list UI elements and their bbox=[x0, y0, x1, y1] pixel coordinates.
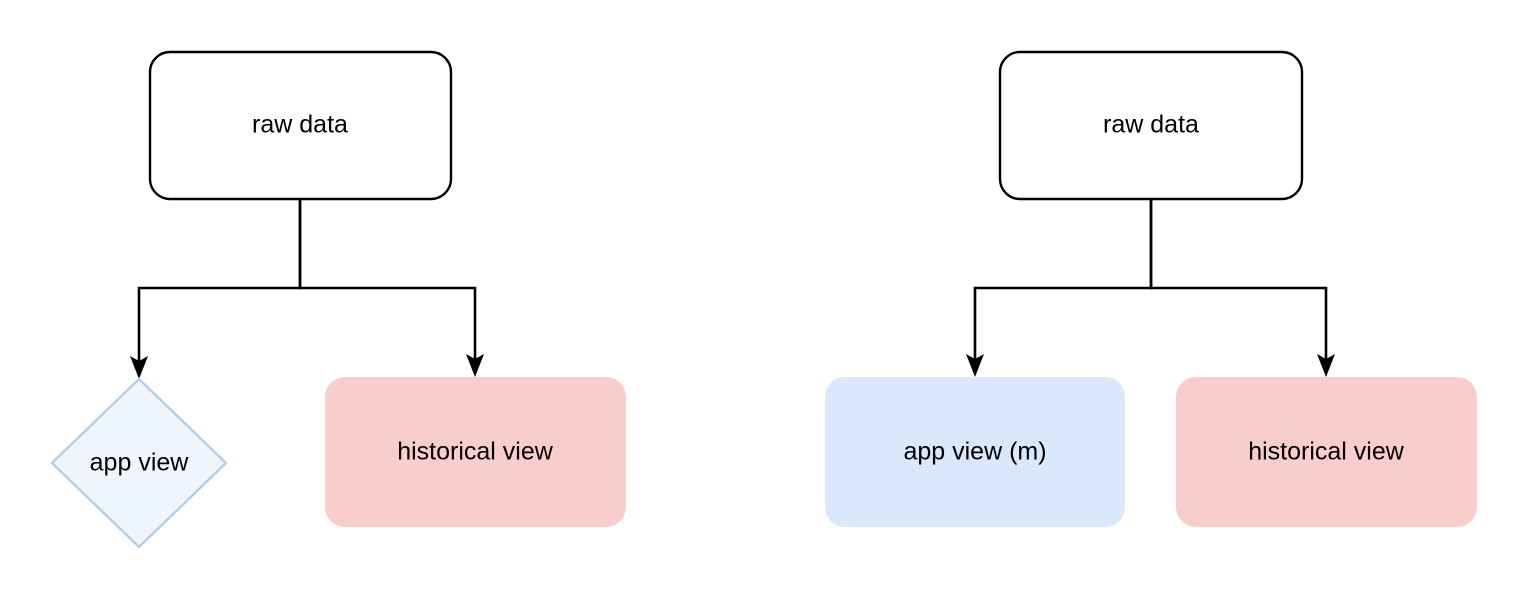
node-left-historical-view[interactable]: historical view bbox=[325, 377, 626, 527]
edge-left-raw-data-to-app-view bbox=[130, 199, 302, 379]
node-right-app-view-m-shape[interactable] bbox=[825, 377, 1125, 527]
edge-right-historical-view-arrowhead bbox=[1317, 354, 1335, 377]
edge-right-app-view-m-path bbox=[973, 199, 1153, 363]
node-right-raw-data[interactable]: raw data bbox=[998, 50, 1304, 201]
edge-left-historical-view-arrowhead bbox=[466, 354, 484, 377]
node-left-raw-data-label: raw data bbox=[252, 111, 348, 139]
edge-left-app-view-path bbox=[137, 199, 302, 365]
diagram-group-right: raw data app view (m) historical view bbox=[825, 50, 1477, 527]
node-right-historical-view[interactable]: historical view bbox=[1176, 377, 1477, 527]
diagram-group-left: raw data app view historical view bbox=[50, 50, 626, 549]
edge-left-app-view-arrowhead bbox=[130, 356, 148, 379]
node-left-raw-data-shape[interactable] bbox=[148, 50, 453, 201]
edge-right-raw-data-to-app-view-m bbox=[966, 199, 1153, 377]
edge-left-historical-view-path bbox=[298, 199, 477, 363]
edge-right-raw-data-to-historical-view bbox=[1149, 199, 1335, 377]
node-left-app-view-label: app view bbox=[90, 449, 190, 477]
edge-left-raw-data-to-historical-view bbox=[298, 199, 484, 377]
node-right-app-view-m[interactable]: app view (m) bbox=[825, 377, 1125, 527]
node-left-historical-view-label: historical view bbox=[397, 438, 554, 466]
node-left-historical-view-shape[interactable] bbox=[325, 377, 626, 527]
node-left-app-view-shape[interactable] bbox=[50, 377, 228, 549]
node-right-raw-data-shape[interactable] bbox=[998, 50, 1304, 201]
node-right-historical-view-label: historical view bbox=[1248, 438, 1405, 466]
edge-right-app-view-m-arrowhead bbox=[966, 354, 984, 377]
node-right-historical-view-shape[interactable] bbox=[1176, 377, 1477, 527]
node-right-app-view-m-label: app view (m) bbox=[903, 438, 1046, 466]
node-left-app-view[interactable]: app view bbox=[50, 377, 228, 549]
node-left-raw-data[interactable]: raw data bbox=[148, 50, 453, 201]
edge-right-historical-view-path bbox=[1149, 199, 1328, 363]
node-right-raw-data-label: raw data bbox=[1103, 111, 1199, 139]
